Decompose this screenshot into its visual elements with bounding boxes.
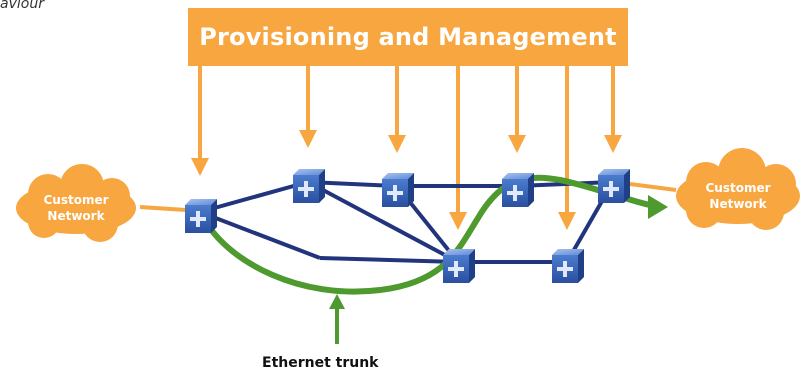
switch-icon <box>502 173 534 207</box>
arrow-down-icon <box>558 66 576 230</box>
cloud-icon <box>16 164 136 242</box>
switch-icon <box>382 173 414 207</box>
arrow-up-icon <box>329 294 345 344</box>
ethernet-trunk-label: Ethernet trunk <box>262 355 379 371</box>
switch-icon <box>443 249 475 283</box>
arrow-down-icon <box>508 66 526 153</box>
switch-icon <box>185 199 217 233</box>
customer-network-right: Customer Network <box>676 148 800 230</box>
cloud-label-left-line1: Customer <box>43 193 108 207</box>
access-link-left <box>139 205 187 212</box>
arrow-down-icon <box>604 66 622 153</box>
cloud-label-right-line2: Network <box>709 197 767 211</box>
switch-icon <box>552 249 584 283</box>
switch-icon <box>293 169 325 203</box>
switch-icon <box>598 169 630 203</box>
arrow-down-icon <box>388 66 406 153</box>
arrow-down-icon <box>299 66 317 148</box>
arrow-down-icon <box>191 66 209 176</box>
access-link-right <box>629 182 677 192</box>
cloud-label-left-line2: Network <box>47 209 105 223</box>
arrow-down-icon <box>449 66 467 230</box>
cloud-icon <box>676 148 800 230</box>
banner-title: Provisioning and Management <box>199 23 617 51</box>
cloud-label-right-line1: Customer <box>705 181 770 195</box>
trunk-arrowhead-icon <box>648 195 668 219</box>
customer-network-left: Customer Network <box>16 164 136 242</box>
ethernet-trunk-path <box>203 174 653 295</box>
provisioning-banner: Provisioning and Management <box>188 8 628 66</box>
caption-fragment: aviour <box>0 0 44 12</box>
provisioning-arrows <box>191 66 622 230</box>
switches <box>185 169 630 283</box>
